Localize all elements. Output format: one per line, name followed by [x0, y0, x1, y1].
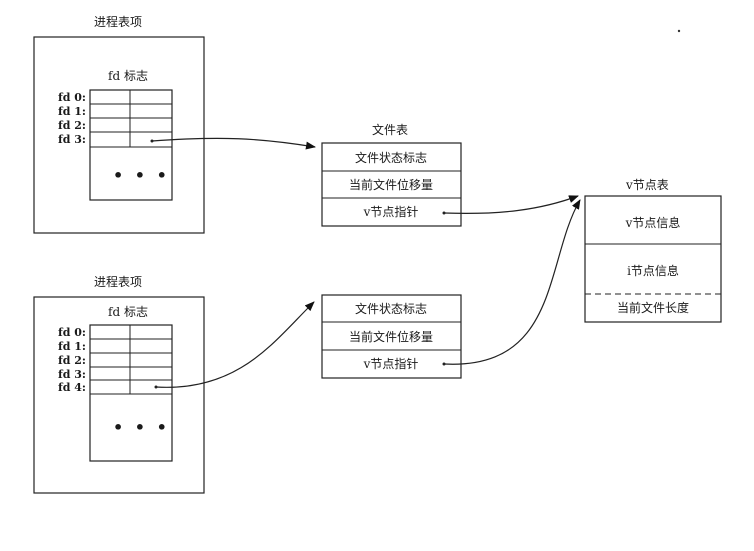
file-table-entry-2-box	[321, 294, 462, 379]
stray-dot	[677, 29, 681, 33]
file-table-entry-1-box	[321, 142, 462, 227]
ellipsis: • • •	[113, 418, 170, 437]
current-offset-label: 当前文件位移量	[349, 177, 433, 192]
process-entry-2-fd-table	[89, 324, 173, 462]
file-table: 文件表 文件状态标志 当前文件位移量 v节点指针 文件状态标志 当前文件位移量 …	[321, 122, 462, 379]
vnode-table: v节点表 v节点信息 i节点信息 当前文件长度	[584, 178, 722, 323]
inode-info-label: i节点信息	[627, 263, 679, 278]
vnode-pointer-label: v节点指针	[363, 356, 419, 371]
fd-4-label: fd 4:	[58, 381, 86, 394]
file-table-title: 文件表	[372, 122, 408, 137]
arrow-vptr1-to-vnode	[443, 195, 579, 215]
process-entry-1-fd-header: fd 标志	[108, 69, 148, 83]
process-entry-1-title: 进程表项	[94, 14, 142, 29]
fd-1-label: fd 1:	[58, 340, 86, 353]
fd-table-2-frame	[89, 324, 173, 462]
fd-2-label: fd 2:	[58, 354, 86, 367]
process-entry-1: 进程表项 fd 标志 fd 0: fd 1: fd 2: fd 3: • • •	[33, 14, 205, 234]
fd-2-label: fd 2:	[58, 119, 86, 132]
current-file-size-label: 当前文件长度	[617, 300, 689, 315]
arrow-fd3-to-file-entry-1	[151, 137, 316, 150]
fd-0-label: fd 0:	[58, 326, 86, 339]
file-status-flags-label: 文件状态标志	[355, 301, 427, 316]
arrow-vptr2-to-vnode	[443, 199, 581, 365]
vnode-table-title: v节点表	[625, 178, 669, 192]
fd-3-label: fd 3:	[58, 368, 86, 381]
ellipsis: • • •	[113, 166, 170, 185]
process-entry-1-fd-table	[89, 89, 173, 201]
file-table-entry-1: 文件状态标志 当前文件位移量 v节点指针	[321, 142, 462, 227]
fd-3-label: fd 3:	[58, 133, 86, 146]
vnode-info-label: v节点信息	[625, 215, 681, 230]
file-status-flags-label: 文件状态标志	[355, 150, 427, 165]
arrows	[150, 137, 581, 389]
file-table-entry-2: 文件状态标志 当前文件位移量 v节点指针	[321, 294, 462, 379]
fd-1-label: fd 1:	[58, 105, 86, 118]
vnode-table-box	[584, 195, 722, 323]
current-offset-label: 当前文件位移量	[349, 329, 433, 344]
process-entry-2: 进程表项 fd 标志 fd 0: fd 1: fd 2: fd 3: fd 4:…	[33, 274, 205, 494]
process-entry-2-title: 进程表项	[94, 274, 142, 289]
process-entry-2-fd-header: fd 标志	[108, 305, 148, 319]
vnode-pointer-label: v节点指针	[363, 204, 419, 219]
arrow-fd4-to-file-entry-2	[155, 301, 315, 388]
fd-table-1-frame	[89, 89, 173, 201]
fd-0-label: fd 0:	[58, 91, 86, 104]
